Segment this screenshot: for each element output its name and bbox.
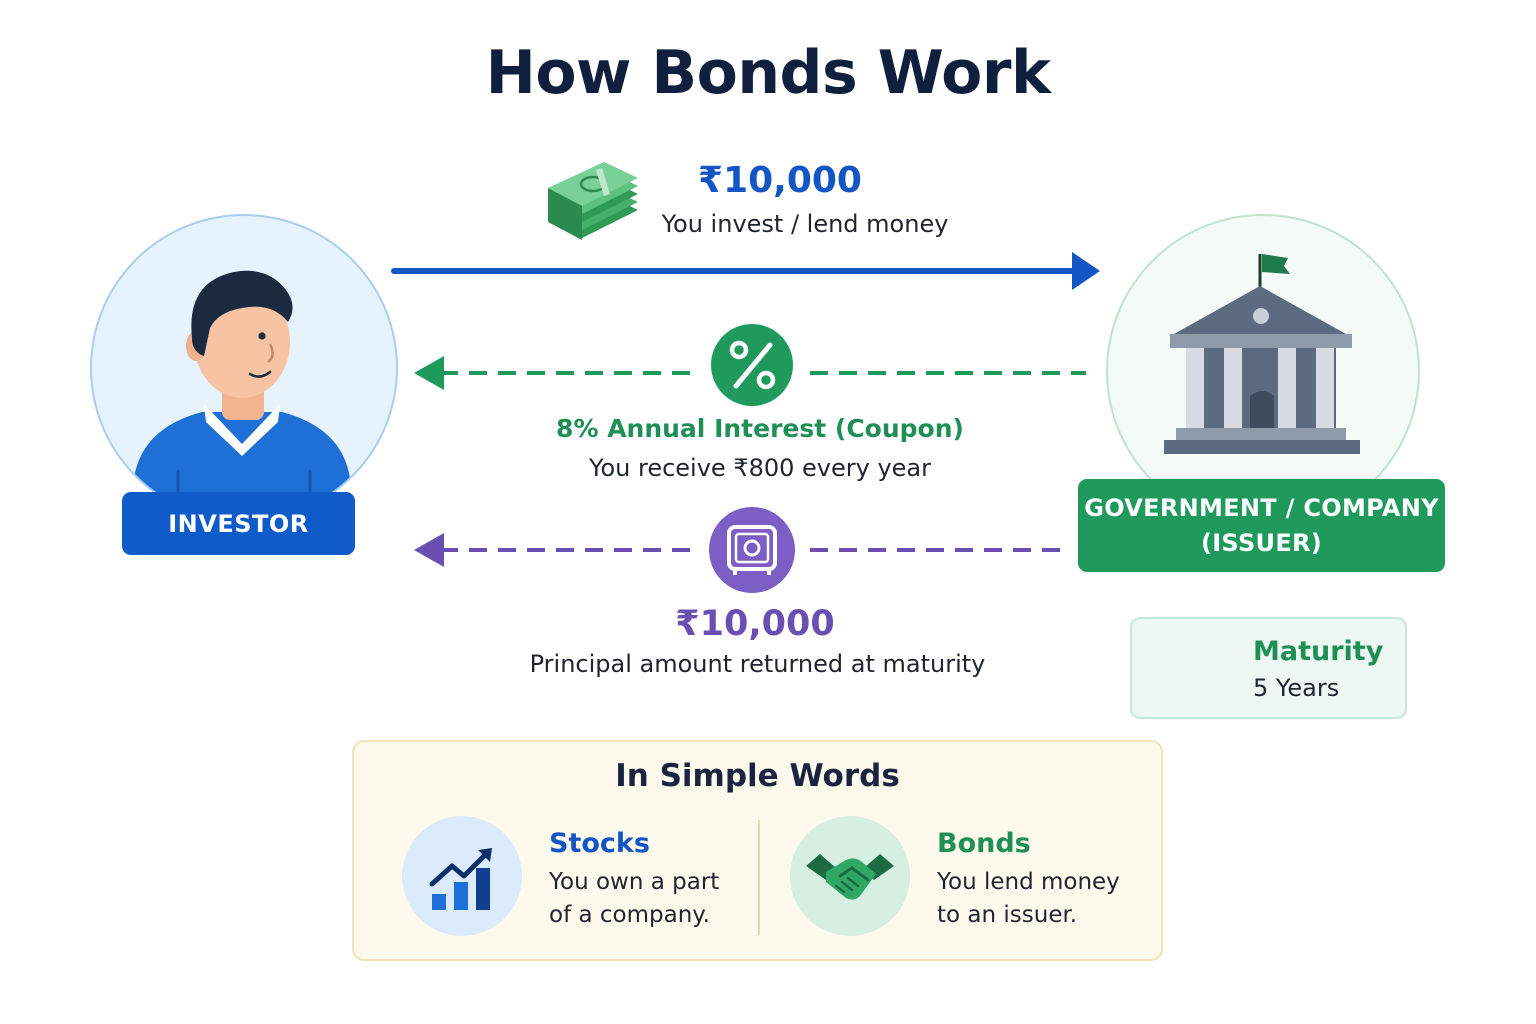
growth-chart-icon: [429, 848, 492, 910]
maturity-card: [1130, 617, 1407, 719]
stocks-icon-circle: [402, 816, 522, 936]
investment-label: You invest / lend money: [661, 210, 949, 238]
principal-label: Principal amount returned at maturity: [529, 650, 986, 678]
maturity-label: Maturity: [1253, 636, 1384, 667]
investor-circle: [90, 214, 398, 522]
stocks-description: You own a part of a company.: [549, 866, 749, 932]
bonds-line2: to an issuer.: [937, 902, 1078, 928]
interest-label: You receive ₹800 every year: [588, 454, 931, 482]
bank-building-icon: [1164, 254, 1360, 454]
interest-title: 8% Annual Interest (Coupon): [556, 414, 964, 443]
issuer-circle: [1106, 214, 1420, 528]
money-stack-icon: [548, 162, 638, 240]
bonds-title: Bonds: [937, 828, 1031, 859]
simple-words-title: In Simple Words: [615, 758, 900, 794]
stocks-title: Stocks: [549, 828, 650, 859]
maturity-value: 5 Years: [1253, 674, 1340, 702]
issuer-label-line1: GOVERNMENT / COMPANY: [1084, 493, 1439, 522]
percent-icon: [711, 324, 793, 406]
handshake-icon: [806, 854, 894, 900]
bonds-icon-circle: [790, 816, 910, 936]
issuer-badge: GOVERNMENT / COMPANY (ISSUER): [1078, 479, 1445, 572]
issuer-label-line2: (ISSUER): [1200, 528, 1323, 557]
simple-words-divider: [758, 820, 760, 935]
investment-amount: ₹10,000: [698, 160, 862, 201]
safe-icon: [709, 507, 795, 593]
investor-badge: INVESTOR: [122, 492, 355, 555]
principal-amount: ₹10,000: [675, 604, 835, 644]
stocks-line1: You own a part: [549, 869, 720, 895]
bonds-line1: You lend money: [937, 869, 1120, 895]
page-title: How Bonds Work: [485, 38, 1051, 108]
bonds-description: You lend money to an issuer.: [937, 866, 1147, 932]
stocks-line2: of a company.: [549, 902, 710, 928]
